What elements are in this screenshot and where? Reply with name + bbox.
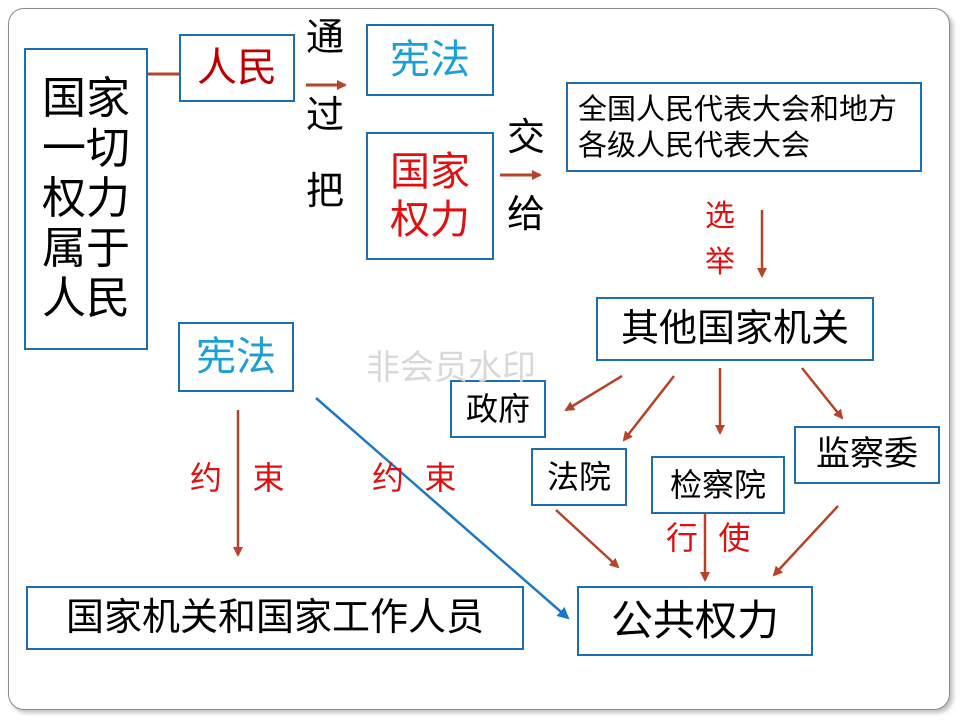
court-box: 法院 (531, 448, 627, 506)
organs-staff-text: 国家机关和国家工作人员 (65, 595, 484, 640)
other-organs-box: 其他国家机关 (596, 297, 874, 361)
constitution-left-box: 宪法 (178, 322, 294, 392)
procuratorate-box: 检察院 (651, 456, 785, 514)
other-organs-text: 其他国家机关 (620, 306, 849, 351)
arrow-to-supervision (801, 367, 844, 420)
via-char-3: 把 (306, 169, 345, 213)
congress-text: 全国人民代表大会和地方各级人民代表大会 (578, 91, 898, 162)
handover-char-2: 给 (507, 192, 546, 236)
handover-char-1: 交 (507, 115, 546, 159)
state-power-box: 国家权力 (366, 132, 494, 260)
elect-char-1: 选 (705, 199, 735, 234)
court-text: 法院 (546, 457, 611, 496)
arrow-constrain-blue (315, 397, 570, 620)
arrow-to-court (622, 375, 675, 442)
public-power-box: 公共权力 (577, 586, 813, 656)
arrow-to-government (564, 374, 623, 412)
supervision-box: 监察委 (794, 426, 940, 484)
people-text: 人民 (197, 45, 277, 91)
constrain-left-label: 约 束 (190, 459, 285, 497)
via-char-2: 过 (306, 93, 345, 137)
arrow-court-to-public (555, 509, 620, 569)
state-power-text: 国家权力 (390, 149, 470, 243)
all-power-belongs-to-people-text: 国家一切权力属于人民 (42, 72, 130, 325)
supervision-text: 监察委 (816, 434, 918, 475)
watermark: 非会员水印 (366, 348, 536, 388)
constitution-top-box: 宪法 (366, 24, 494, 96)
congress-box: 全国人民代表大会和地方各级人民代表大会 (566, 82, 922, 172)
arrow-supervision-to-public (772, 505, 839, 577)
government-box: 政府 (450, 380, 546, 438)
constitution-top-text: 宪法 (390, 37, 470, 83)
organs-staff-box: 国家机关和国家工作人员 (26, 586, 524, 650)
procuratorate-text: 检察院 (669, 465, 766, 504)
people-box: 人民 (179, 34, 295, 102)
via-char-1: 通 (306, 15, 345, 59)
public-power-text: 公共权力 (610, 595, 779, 645)
government-text: 政府 (465, 389, 530, 428)
elect-char-2: 举 (705, 245, 735, 280)
all-power-belongs-to-people-box: 国家一切权力属于人民 (24, 48, 148, 350)
constitution-left-text: 宪法 (196, 334, 276, 380)
constrain-mid-label: 约 束 (372, 459, 457, 497)
exercise-label: 行 使 (666, 519, 751, 557)
